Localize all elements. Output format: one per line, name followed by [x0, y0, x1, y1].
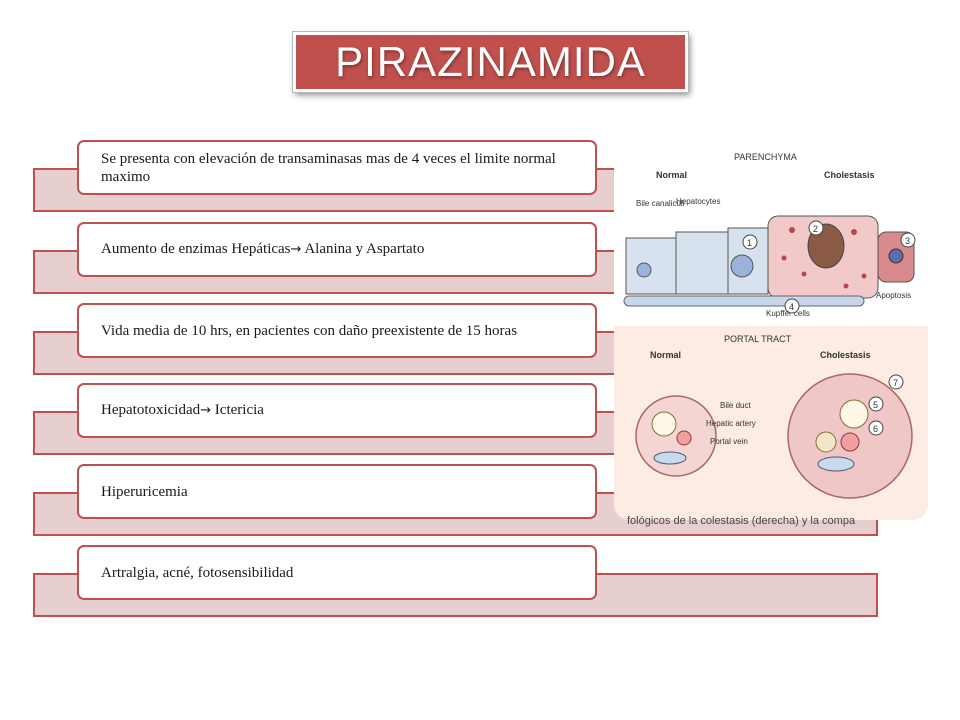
list-item-6: Artralgia, acné, fotosensibilidad — [77, 545, 597, 600]
normal-top-label: Normal — [656, 170, 687, 180]
list-item-6-text: Artralgia, acné, fotosensibilidad — [101, 564, 294, 581]
liver-histology-figure: PARENCHYMA Normal Cholestasis Bile canal… — [614, 146, 928, 520]
normal-bot-label: Normal — [650, 350, 681, 360]
title-banner: PIRAZINAMIDA — [292, 31, 689, 93]
marker-3: 3 — [905, 236, 910, 246]
histology-illustration: PARENCHYMA Normal Cholestasis Bile canal… — [614, 146, 928, 520]
list-item-1-text: Se presenta con elevación de transaminas… — [101, 150, 556, 185]
list-item-5: Hiperuricemia — [77, 464, 597, 519]
hepatocytes-label: Hepatocytes — [676, 197, 720, 206]
page-title: PIRAZINAMIDA — [335, 38, 646, 85]
bile-duct-label: Bile duct — [720, 401, 751, 410]
marker-1: 1 — [747, 238, 752, 248]
kupffer-label: Kupffer cells — [766, 309, 810, 318]
marker-5: 5 — [873, 400, 878, 410]
portal-tract-label: PORTAL TRACT — [724, 334, 792, 344]
marker-2: 2 — [813, 224, 818, 234]
arrow-right-icon: → — [200, 403, 212, 418]
bile-canaliculi-label: Bile canaliculi — [636, 199, 685, 208]
arrow-right-icon: → — [290, 242, 302, 257]
hepatic-artery-label: Hepatic artery — [706, 419, 756, 428]
figure-caption: fológicos de la colestasis (derecha) y l… — [627, 515, 856, 527]
apoptosis-label: Apoptosis — [876, 291, 911, 300]
marker-7: 7 — [893, 378, 898, 388]
cholestasis-top-label: Cholestasis — [824, 170, 875, 180]
marker-6: 6 — [873, 424, 878, 434]
portal-vein-label: Portal vein — [710, 437, 748, 446]
list-item-5-text: Hiperuricemia — [101, 483, 188, 500]
list-item-1: Se presenta con elevación de transaminas… — [77, 140, 597, 195]
list-item-2: Aumento de enzimas Hepáticas→ Alanina y … — [77, 222, 597, 277]
list-item-4: Hepatotoxicidad→ Ictericia — [77, 383, 597, 438]
list-item-3: Vida media de 10 hrs, en pacientes con d… — [77, 303, 597, 358]
parenchyma-label: PARENCHYMA — [734, 152, 797, 162]
marker-4: 4 — [789, 302, 794, 312]
cholestasis-bot-label: Cholestasis — [820, 350, 871, 360]
list-item-3-text: Vida media de 10 hrs, en pacientes con d… — [101, 322, 518, 339]
list-item-2-text: Aumento de enzimas Hepáticas→ Alanina y … — [101, 241, 425, 257]
figure-reflection — [614, 520, 928, 640]
list-item-4-text: Hepatotoxicidad→ Ictericia — [101, 402, 264, 418]
